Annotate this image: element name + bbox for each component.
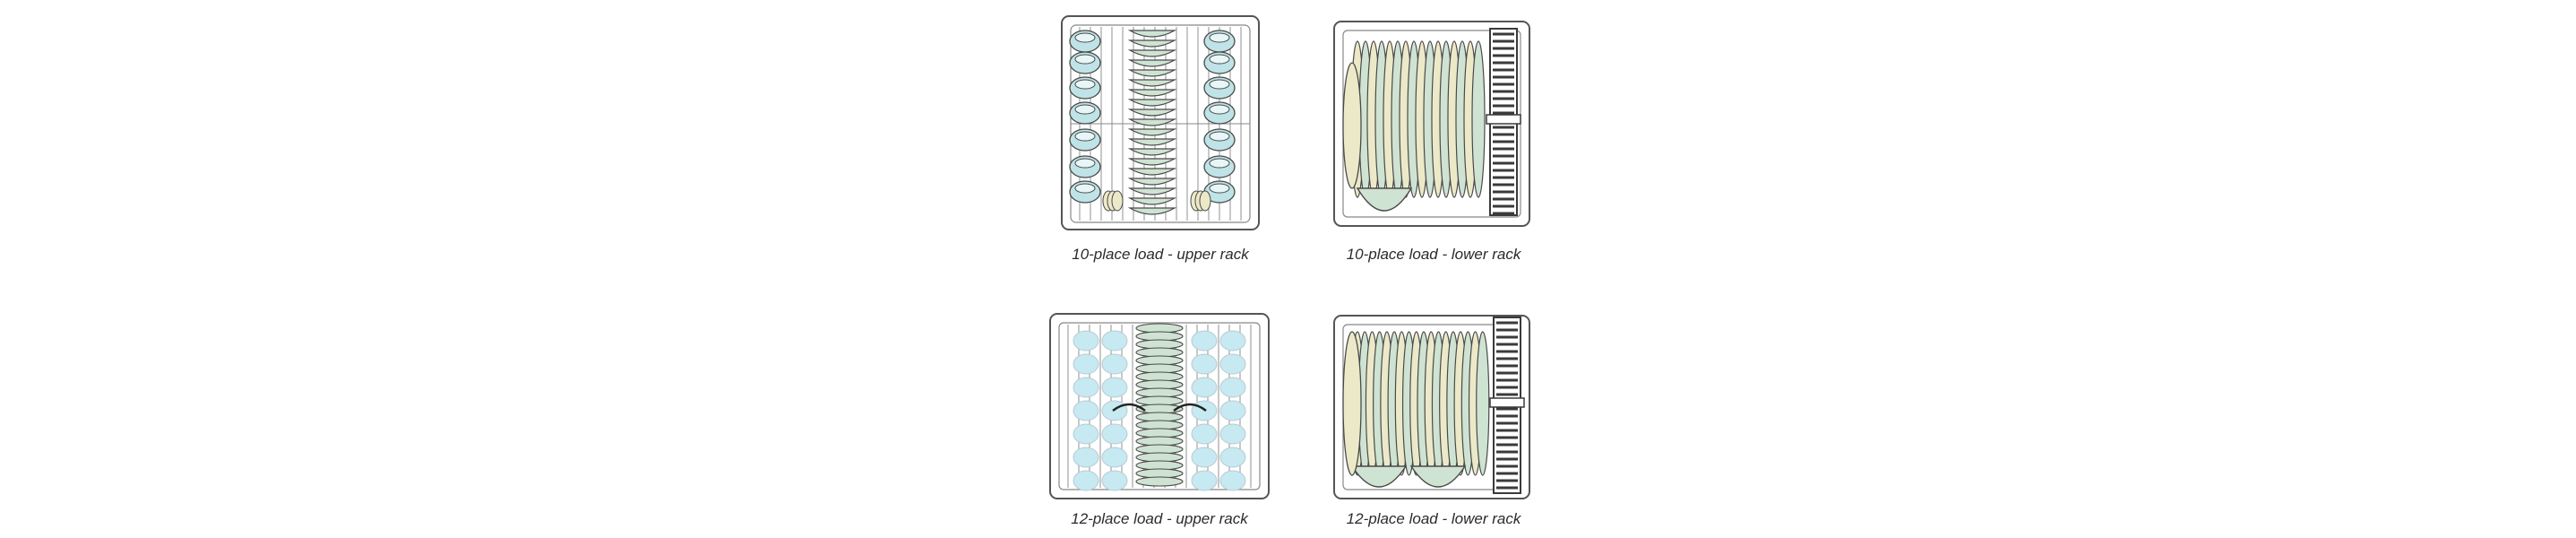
glass-icon (1101, 447, 1128, 468)
bowl-icon (1127, 30, 1177, 38)
bowl-icon (1127, 158, 1177, 166)
bowl-icon (1409, 465, 1467, 488)
glass-icon (1191, 330, 1218, 351)
bowls (1342, 62, 1413, 212)
upper-rack-illustration (1061, 15, 1260, 230)
bowl-icon (1127, 197, 1177, 205)
bowl-icon (1127, 49, 1177, 57)
bowl-icon (1135, 476, 1184, 487)
platter-icon (1342, 331, 1362, 476)
glass-icon (1073, 400, 1099, 421)
bowl-icon (1350, 465, 1408, 488)
handle-icon (1112, 403, 1146, 412)
glass-icon (1191, 447, 1218, 468)
bowl-icon (1127, 128, 1177, 136)
glasses (1073, 330, 1246, 491)
plate-row (1350, 40, 1486, 198)
glass-icon (1101, 377, 1128, 398)
lower-rack-illustration (1333, 21, 1530, 227)
bowl-stack (1127, 30, 1177, 215)
glass-icon (1191, 377, 1218, 398)
bowl-icon (1127, 89, 1177, 97)
cutlery-basket (1486, 28, 1521, 216)
bowl-icon (1127, 148, 1177, 156)
glass-icon (1073, 447, 1099, 468)
handle-icon (1173, 403, 1207, 412)
glass-icon (1191, 423, 1218, 445)
figure-caption: 10-place load - lower rack (1346, 246, 1521, 263)
lower-rack-illustration (1333, 315, 1530, 499)
rack-frame (1049, 313, 1270, 499)
glass-icon (1219, 470, 1246, 491)
glass-icon (1101, 423, 1128, 445)
figure-caption: 12-place load - upper rack (1071, 510, 1248, 527)
figure-12-place-lower: 12-place load - lower rack (1322, 305, 1546, 534)
glass-icon (1101, 330, 1128, 351)
bowl-icon (1127, 138, 1177, 146)
glass-icon (1101, 353, 1128, 375)
glass-icon (1191, 353, 1218, 375)
glass-icon (1101, 470, 1128, 491)
bowl-stack (1112, 323, 1207, 487)
cups-left (1069, 30, 1101, 204)
glass-icon (1219, 447, 1246, 468)
glass-icon (1219, 330, 1246, 351)
glass-icon (1073, 330, 1099, 351)
glass-icon (1219, 353, 1246, 375)
bowl-icon (1127, 79, 1177, 87)
saucer-icon (1199, 190, 1211, 212)
bowl-icon (1127, 39, 1177, 48)
bowl-icon (1127, 99, 1177, 107)
platter-icon (1342, 62, 1362, 189)
bowls (1342, 331, 1467, 488)
figure-10-place-upper: 10-place load - upper rack (1044, 9, 1277, 269)
cutlery-basket (1489, 317, 1525, 494)
bowl-icon (1127, 108, 1177, 117)
bowl-icon (1356, 187, 1413, 212)
figure-10-place-lower: 10-place load - lower rack (1322, 9, 1546, 269)
bowl-icon (1127, 207, 1177, 215)
saucer-icon (1111, 190, 1124, 212)
glass-icon (1073, 353, 1099, 375)
bowl-icon (1127, 59, 1177, 67)
figure-caption: 12-place load - lower rack (1346, 510, 1521, 527)
glass-icon (1073, 423, 1099, 445)
glass-icon (1219, 377, 1246, 398)
plate-icon (1471, 40, 1486, 198)
cups-right (1203, 30, 1236, 204)
bowl-icon (1127, 187, 1177, 195)
plate-icon (1476, 331, 1490, 476)
figure-12-place-upper: 12-place load - upper rack (1038, 305, 1281, 534)
glass-icon (1073, 470, 1099, 491)
bowl-icon (1127, 118, 1177, 126)
glass-icon (1219, 423, 1246, 445)
bowl-icon (1127, 168, 1177, 176)
bowl-icon (1127, 178, 1177, 186)
figure-caption: 10-place load - upper rack (1072, 246, 1249, 263)
bowl-icon (1127, 69, 1177, 77)
plate-row (1350, 331, 1490, 476)
glass-icon (1219, 400, 1246, 421)
glass-icon (1073, 377, 1099, 398)
glass-icon (1191, 470, 1218, 491)
upper-rack-illustration (1049, 313, 1270, 499)
